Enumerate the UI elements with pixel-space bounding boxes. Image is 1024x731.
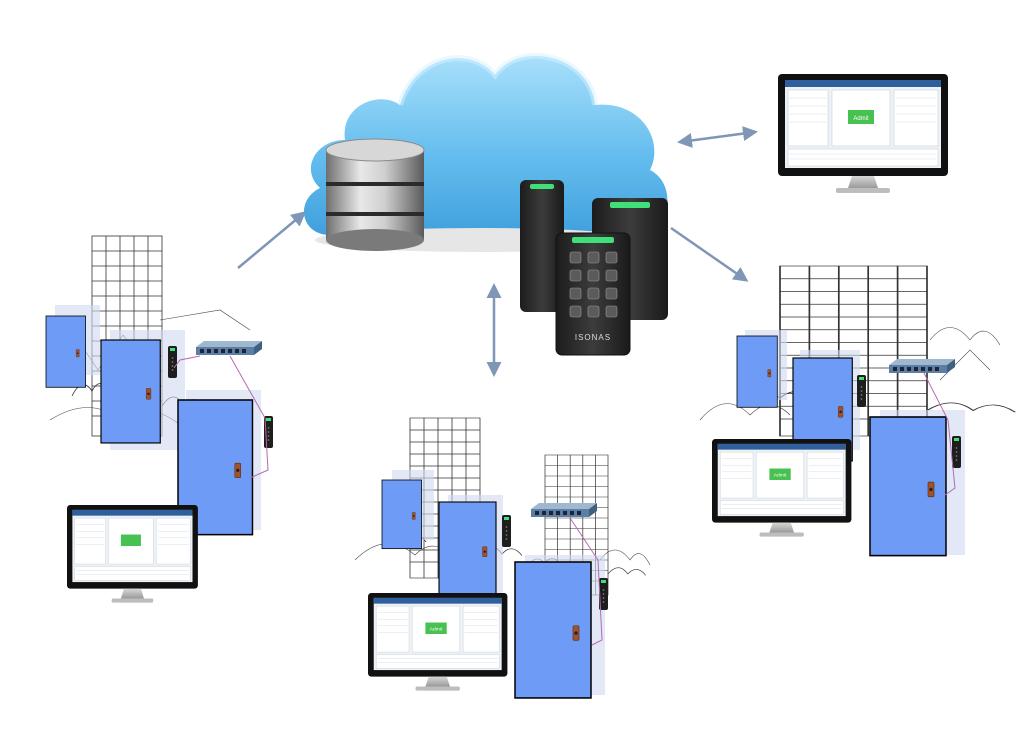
site-right: Admit bbox=[699, 265, 1017, 557]
door-icon bbox=[381, 479, 422, 550]
door-icon bbox=[514, 561, 592, 699]
door-icon bbox=[45, 315, 86, 388]
door-icon bbox=[438, 501, 497, 598]
network-switch-icon bbox=[196, 341, 262, 355]
network-switch-icon bbox=[889, 359, 955, 373]
admit-button: Admit bbox=[853, 116, 869, 122]
card-reader-icon bbox=[168, 346, 177, 378]
site-left bbox=[45, 235, 273, 603]
brand-label: ISONAS bbox=[575, 333, 611, 342]
admit-button: Admit bbox=[774, 473, 787, 479]
card-reader-icon bbox=[502, 515, 511, 547]
door-icon bbox=[736, 335, 778, 408]
database-icon bbox=[325, 138, 425, 251]
monitor-icon: Admit bbox=[777, 73, 949, 194]
network-switch-icon bbox=[531, 503, 597, 517]
monitor-icon: Admit bbox=[711, 438, 852, 537]
admit-button: Admit bbox=[430, 627, 443, 633]
door-icon bbox=[869, 416, 947, 557]
card-reader-icon bbox=[952, 436, 961, 468]
site-center: Admit bbox=[354, 417, 651, 699]
keypad-reader-icon: ISONAS bbox=[555, 232, 631, 356]
bidirectional-arrow-icon bbox=[237, 126, 758, 377]
door-icon bbox=[100, 339, 161, 444]
monitor-icon: Admit bbox=[367, 592, 508, 691]
monitor-icon bbox=[66, 504, 199, 603]
card-reader-icon bbox=[857, 375, 866, 407]
